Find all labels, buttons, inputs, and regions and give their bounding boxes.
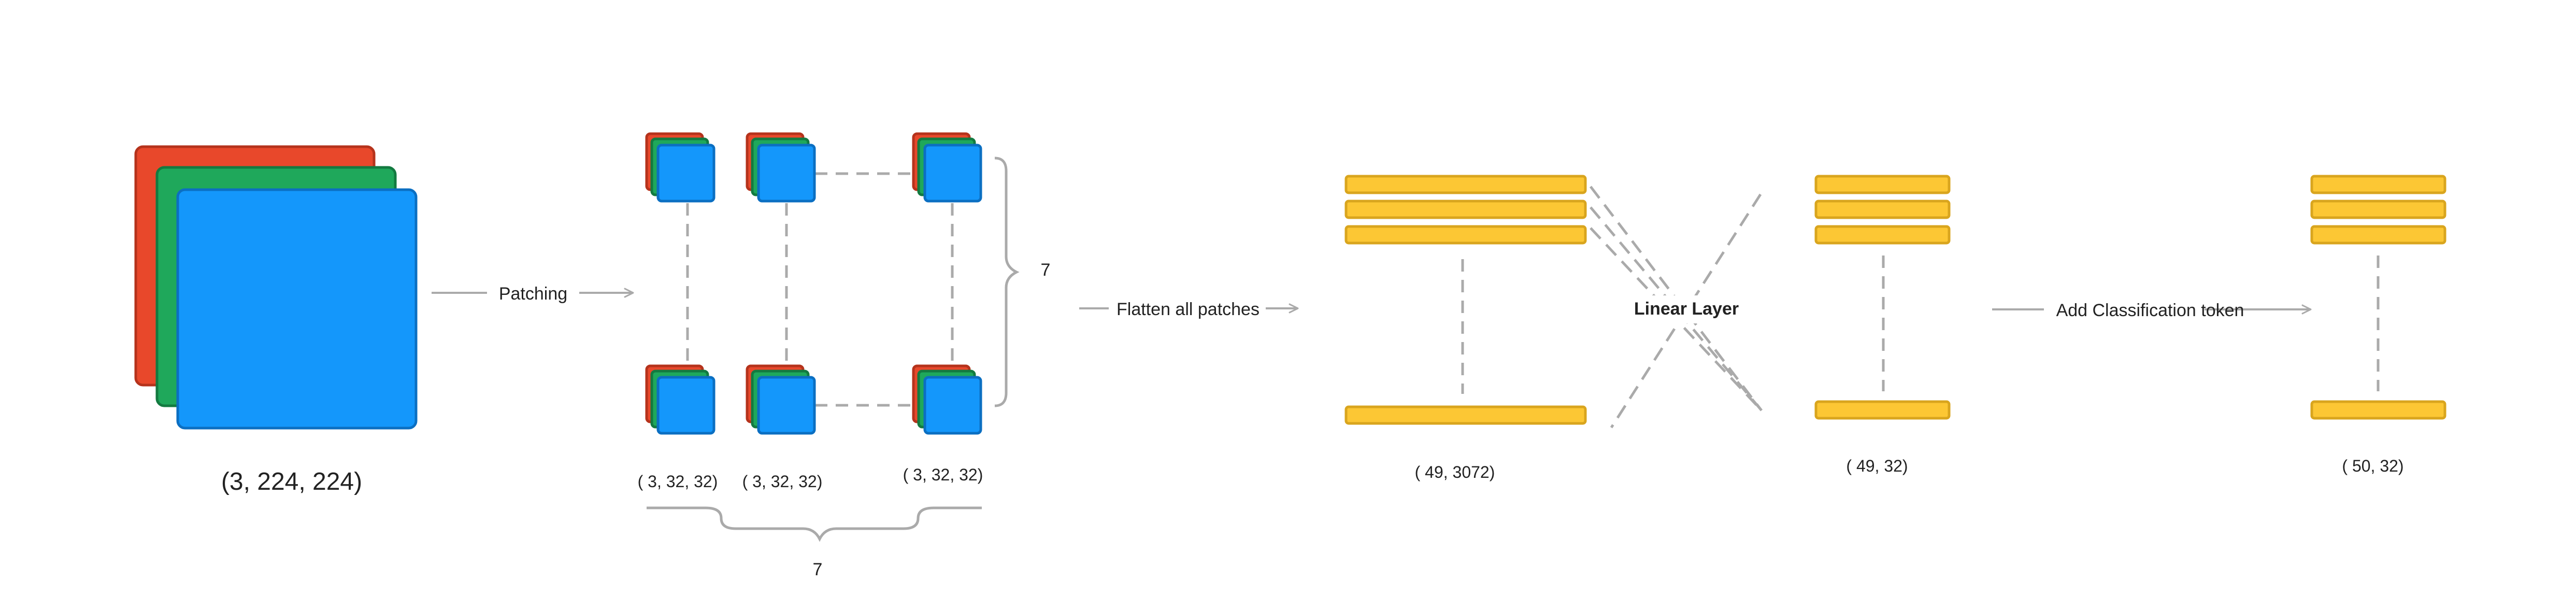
patch-5 — [746, 364, 816, 435]
patching-label: Patching — [499, 284, 567, 304]
final-shape-label: ( 50, 32) — [2342, 457, 2403, 475]
cols-count-label: 7 — [813, 560, 823, 579]
patch-3 — [912, 132, 982, 203]
cols-brace — [647, 506, 982, 542]
patch-blue-layer — [656, 376, 715, 435]
flatten-label: Flatten all patches — [1117, 300, 1260, 319]
linear-label-bg — [1632, 295, 1741, 323]
cls-label: Add Classification token — [2056, 301, 2244, 320]
linear-layer-label: Linear Layer — [1634, 299, 1739, 319]
patch-6 — [912, 364, 982, 435]
patch-blue-layer — [923, 376, 982, 435]
flattened-patches — [1344, 175, 1587, 425]
patch-blue-layer — [656, 144, 715, 203]
embed-shape-label: ( 49, 32) — [1846, 457, 1908, 475]
patch-shape-label-1: ( 3, 32, 32) — [638, 472, 718, 491]
patch-grid-connectors — [686, 172, 954, 407]
patch-4 — [645, 364, 715, 435]
patch-2 — [746, 132, 816, 203]
patch-shape-label-2: ( 3, 32, 32) — [742, 472, 823, 491]
patch-embeddings — [1814, 175, 1951, 420]
patch-blue-layer — [757, 144, 816, 203]
input-image — [134, 145, 418, 430]
flat-shape-label: ( 49, 3072) — [1415, 463, 1495, 481]
patch-grid — [645, 132, 982, 435]
image-shape-label: (3, 224, 224) — [221, 468, 362, 495]
patch-1 — [645, 132, 715, 203]
patch-shape-label-3: ( 3, 32, 32) — [903, 465, 983, 484]
final-embeddings — [2310, 175, 2446, 420]
blue-channel — [176, 188, 418, 430]
patch-blue-layer — [923, 144, 982, 203]
rows-brace — [994, 157, 1020, 407]
patch-blue-layer — [757, 376, 816, 435]
rows-count-label: 7 — [1041, 260, 1051, 280]
